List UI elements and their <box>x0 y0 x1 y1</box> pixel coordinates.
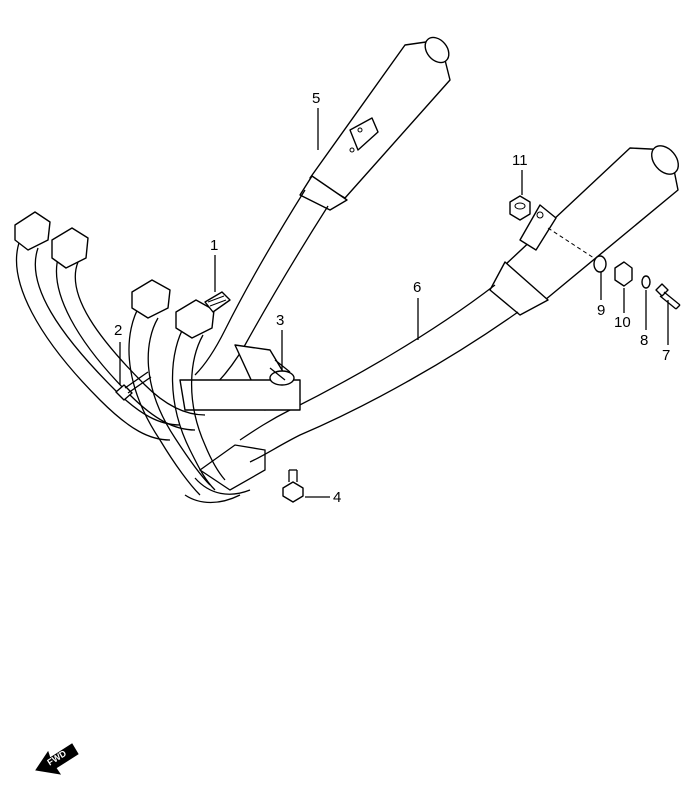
hardware-stack <box>547 227 681 310</box>
callout-5: 5 <box>312 90 320 107</box>
callout-7: 7 <box>662 347 670 364</box>
header-pipes <box>15 239 226 496</box>
forward-arrow-icon <box>35 743 79 775</box>
callout-11: 11 <box>512 152 528 169</box>
callout-2: 2 <box>114 322 122 339</box>
leader-lines <box>119 108 669 498</box>
lower-link-pipe <box>239 284 519 463</box>
fwd-badge: FWD <box>35 743 79 775</box>
callout-6: 6 <box>413 279 421 296</box>
upper-link-pipe <box>194 189 329 386</box>
callout-4: 4 <box>333 489 341 506</box>
lower-muffler <box>489 145 679 316</box>
callout-3: 3 <box>276 312 284 329</box>
upper-muffler <box>299 36 451 211</box>
clamp-3 <box>269 359 295 386</box>
bolt-2 <box>115 371 152 401</box>
callout-10: 10 <box>614 314 631 331</box>
callout-labels: 1 2 3 4 5 6 7 8 9 10 11 <box>114 90 670 506</box>
header-flanges <box>14 211 215 339</box>
collector <box>179 344 301 504</box>
collar-9 <box>593 255 607 273</box>
gasket <box>204 291 231 313</box>
nut-11 <box>509 195 531 221</box>
washer-8 <box>641 275 651 289</box>
callout-8: 8 <box>640 332 648 349</box>
callout-9: 9 <box>597 302 605 319</box>
nut-10 <box>614 261 633 287</box>
callout-1: 1 <box>210 237 218 254</box>
bolt-4 <box>282 469 304 503</box>
